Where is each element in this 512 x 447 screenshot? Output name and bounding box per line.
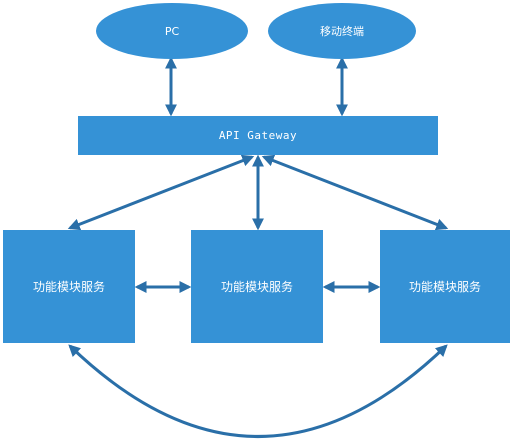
api-gateway-node: API Gateway (78, 116, 438, 155)
gateway-module-left-connector (67, 154, 255, 231)
client-mobile-node: 移动终端 (268, 3, 416, 59)
client-pc-node: PC (96, 3, 248, 59)
module-label-center: 功能模块服务 (220, 280, 293, 294)
gateway-module-right-connector (261, 154, 449, 231)
client-pc-label: PC (164, 24, 180, 38)
module-left-right-curve-connector (68, 344, 448, 438)
module-node-center: 功能模块服务 (191, 230, 323, 343)
module-node-right: 功能模块服务 (380, 230, 510, 343)
module-label-right: 功能模块服务 (408, 280, 481, 294)
module-label-left: 功能模块服务 (32, 280, 105, 294)
api-gateway-label: API Gateway (218, 129, 298, 142)
module-node-left: 功能模块服务 (3, 230, 135, 343)
client-mobile-label: 移动终端 (320, 25, 364, 38)
